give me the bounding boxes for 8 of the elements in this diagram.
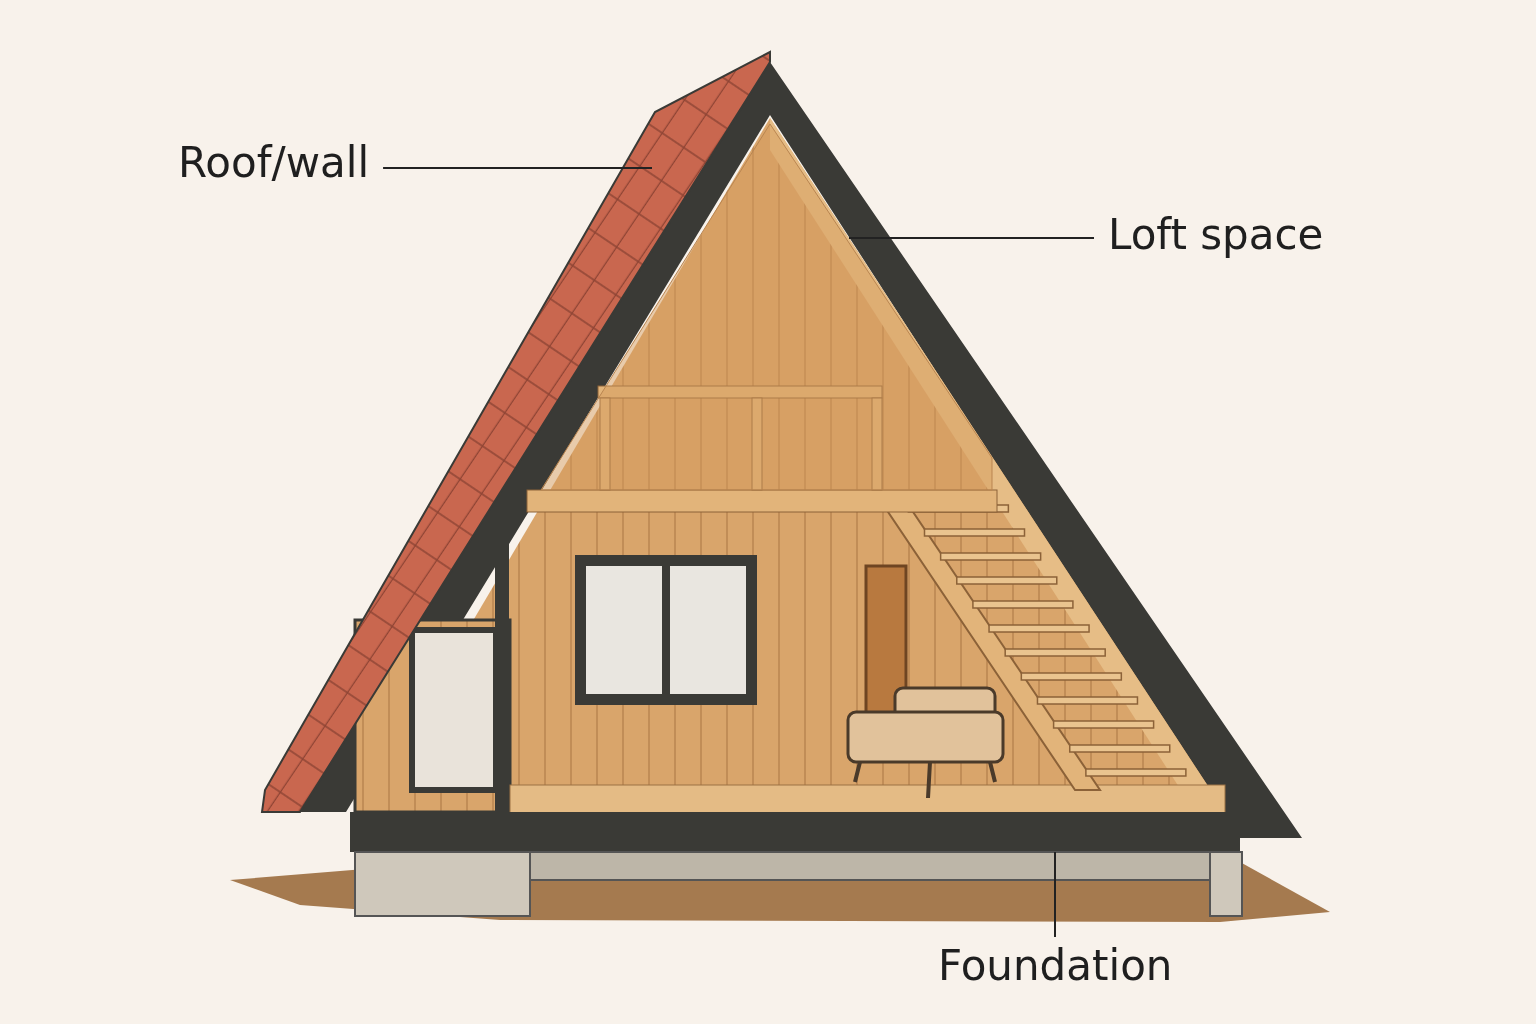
loft-area: [540, 123, 993, 491]
leader-line: [382, 167, 653, 169]
part-label: Foundation: [938, 943, 1173, 990]
leader-line: [1054, 851, 1056, 938]
part-label: Roof/wall: [178, 140, 370, 187]
foundation-drawing: [350, 812, 1243, 917]
part-label: Loft space: [1108, 212, 1324, 259]
leader-line: [848, 237, 1095, 239]
